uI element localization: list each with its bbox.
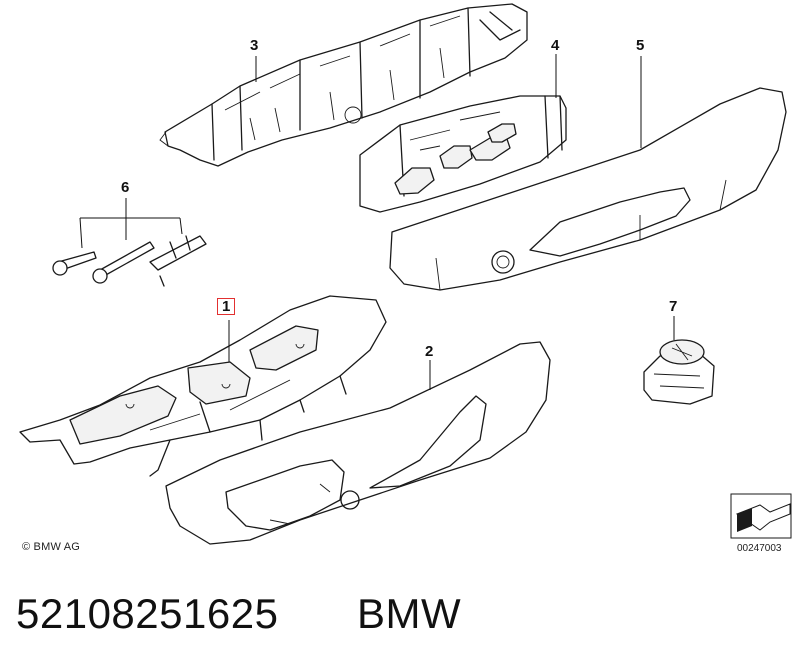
part-4-switch-block: [359, 95, 567, 213]
callout-4[interactable]: 4: [551, 37, 560, 54]
part-number: 52108251625: [16, 590, 279, 637]
callout-5[interactable]: 5: [636, 37, 645, 54]
parts-diagram: [19, 3, 792, 545]
part-2-side-trim-lower: [165, 341, 551, 545]
callout-7[interactable]: 7: [669, 298, 678, 315]
diagram-code: 00247003: [737, 543, 782, 554]
orientation-arrow-icon: [730, 493, 792, 539]
callout-2[interactable]: 2: [425, 343, 434, 360]
part-6-bolts: [52, 198, 207, 287]
part-7-control-knob: [643, 339, 715, 405]
copyright-notice: © BMW AG: [22, 541, 80, 553]
part-1-seat-switch: [19, 295, 387, 477]
callout-3[interactable]: 3: [250, 37, 259, 54]
part-3-frame-rail: [159, 3, 528, 167]
brand-name: BMW: [357, 590, 462, 637]
callout-6[interactable]: 6: [121, 179, 130, 196]
part-5-side-trim: [389, 87, 787, 291]
callout-1[interactable]: 1: [217, 298, 236, 315]
